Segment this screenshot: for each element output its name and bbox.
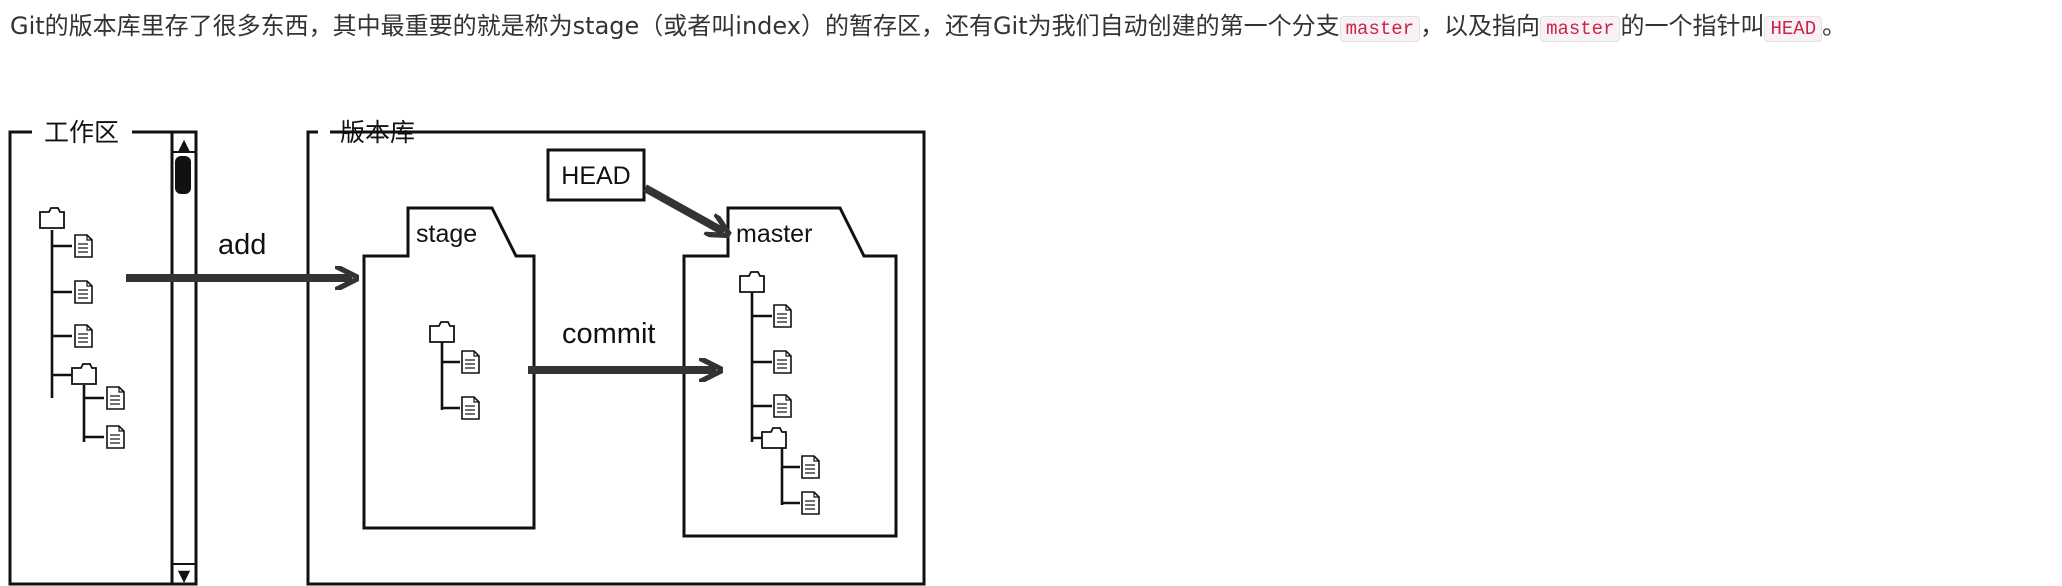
code-master-1: master bbox=[1339, 16, 1421, 42]
scroll-thumb[interactable] bbox=[175, 156, 191, 194]
code-master-2: master bbox=[1540, 16, 1621, 42]
file-icon bbox=[773, 394, 792, 418]
head-pointer: HEAD bbox=[546, 148, 724, 232]
scroll-down-icon[interactable]: ▼ bbox=[178, 566, 191, 585]
code-head: HEAD bbox=[1764, 16, 1823, 42]
file-icon bbox=[106, 425, 125, 449]
file-icon bbox=[773, 304, 792, 328]
file-icon bbox=[106, 386, 125, 410]
intro-text-2: ，以及指向 bbox=[1420, 12, 1541, 40]
scroll-up-icon[interactable]: ▲ bbox=[178, 135, 191, 154]
master-label: master bbox=[736, 220, 812, 248]
file-icon bbox=[74, 324, 93, 348]
intro-text-4: 。 bbox=[1822, 12, 1847, 40]
add-operation: add bbox=[126, 229, 352, 278]
file-icon bbox=[461, 350, 480, 374]
file-icon bbox=[801, 491, 820, 515]
repository-label: 版本库 bbox=[340, 119, 415, 147]
file-icon bbox=[74, 280, 93, 304]
intro-text-1: Git的版本库里存了很多东西，其中最重要的就是称为stage（或者叫index）… bbox=[10, 12, 1340, 40]
head-arrow bbox=[643, 184, 724, 232]
repository-panel: 版本库 bbox=[306, 119, 926, 586]
folder-icon bbox=[71, 363, 97, 385]
intro-text-3: 的一个指针叫 bbox=[1620, 12, 1765, 40]
working-directory-panel: 工作区 bbox=[8, 119, 172, 586]
commit-label: commit bbox=[562, 318, 655, 350]
file-icon bbox=[461, 396, 480, 420]
folder-icon bbox=[39, 207, 65, 229]
file-icon bbox=[773, 350, 792, 374]
file-icon bbox=[74, 234, 93, 258]
commit-operation: commit bbox=[528, 318, 716, 370]
file-icon bbox=[801, 455, 820, 479]
working-directory-label: 工作区 bbox=[44, 119, 119, 147]
master-branch: master bbox=[682, 206, 898, 538]
stage-label: stage bbox=[416, 220, 477, 248]
intro-paragraph: Git的版本库里存了很多东西，其中最重要的就是称为stage（或者叫index）… bbox=[10, 4, 2055, 51]
stage-area: stage bbox=[362, 206, 536, 530]
head-label: HEAD bbox=[561, 162, 630, 190]
add-label: add bbox=[218, 229, 266, 261]
working-directory-tree bbox=[39, 207, 125, 449]
scrollbar[interactable]: ▲ ▼ bbox=[170, 130, 198, 586]
